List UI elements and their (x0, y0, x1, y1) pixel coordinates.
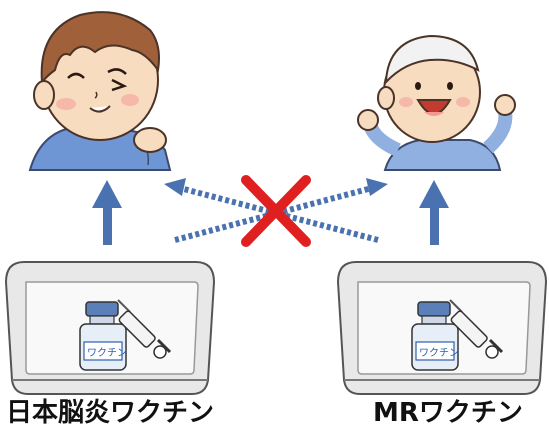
vaccine-tray-right: ワクチン (336, 261, 548, 395)
up-arrow-left (92, 180, 122, 245)
caption-mr-vaccine: MRワクチン (373, 398, 523, 428)
syringe-icon (449, 299, 504, 359)
vial-label-right: ワクチン (419, 347, 459, 359)
cross-mark-icon (241, 175, 311, 247)
baby-illustration (357, 34, 516, 171)
vial-icon: ワクチン (79, 301, 127, 371)
vial-icon: ワクチン (411, 301, 459, 371)
vaccine-tray-left: ワクチン (4, 261, 216, 395)
syringe-icon (117, 299, 172, 359)
boy-illustration (28, 11, 172, 171)
vertical-arrows (92, 180, 449, 245)
caption-japanese-encephalitis-vaccine: 日本脳炎ワクチン (6, 398, 215, 428)
vial-label-left: ワクチン (87, 347, 127, 359)
up-arrow-right (419, 180, 449, 245)
